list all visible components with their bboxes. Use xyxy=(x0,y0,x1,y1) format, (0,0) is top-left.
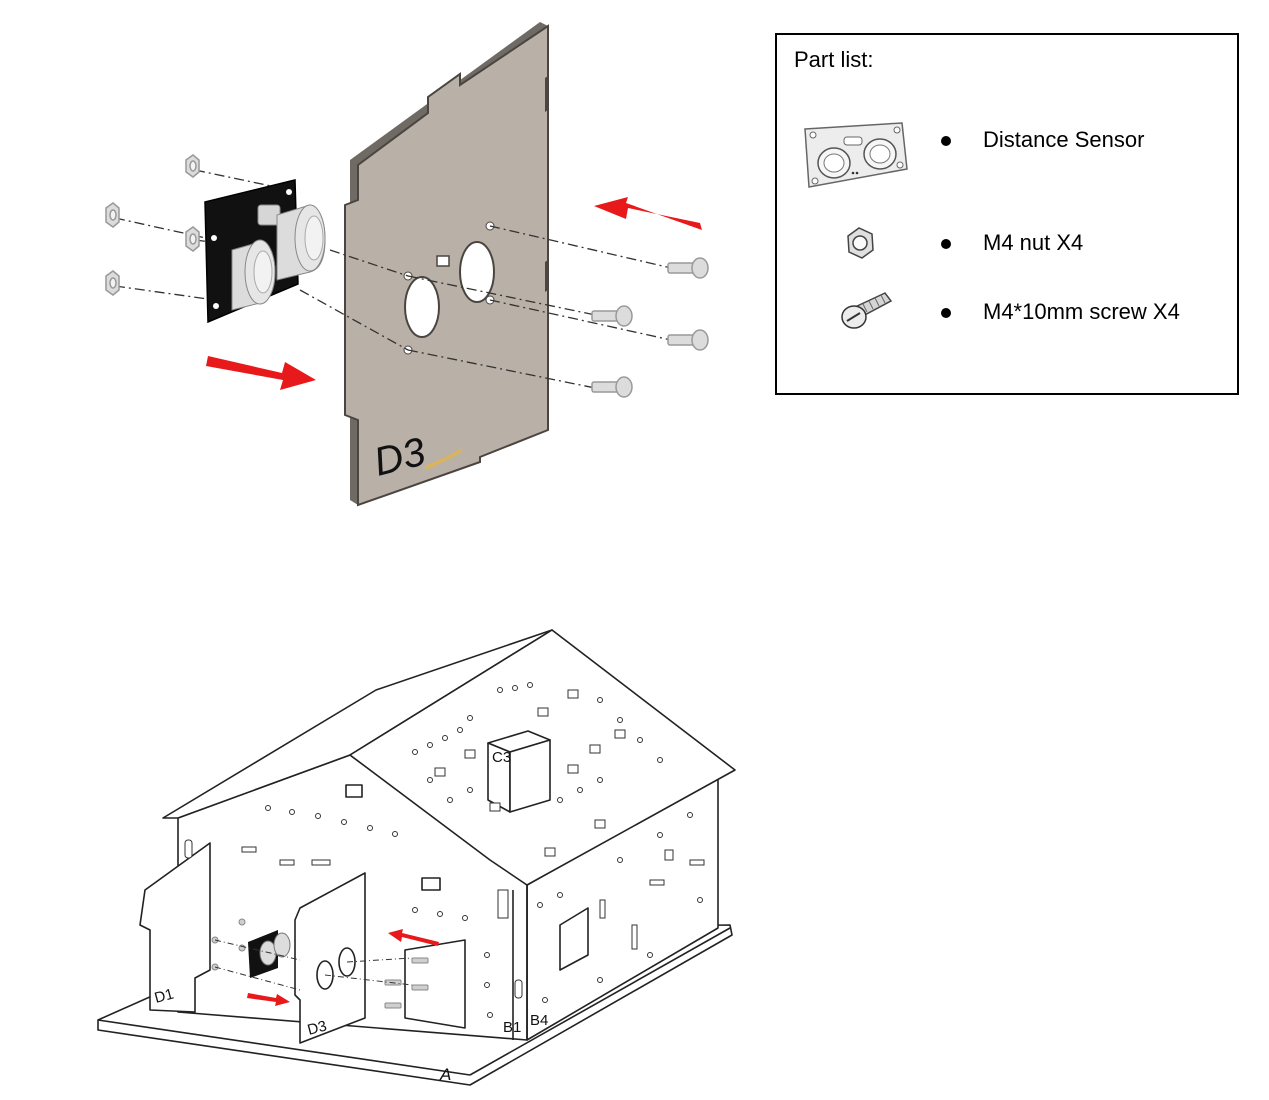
part-item-distance-sensor: Distance Sensor xyxy=(777,122,1237,188)
panel-d3-small xyxy=(294,872,366,1044)
house-sensor xyxy=(248,930,291,978)
m4-nuts xyxy=(105,154,200,296)
screw-icon xyxy=(841,292,893,329)
distance-sensor-icon xyxy=(804,122,908,188)
roof-holes xyxy=(412,682,663,857)
arrow-left-icon xyxy=(594,197,702,230)
sensor-hole-left xyxy=(404,276,440,338)
bullet xyxy=(941,136,951,146)
part-item-nut: M4 nut X4 xyxy=(777,227,1237,288)
wall-holes xyxy=(184,805,705,1018)
nut-icon xyxy=(185,226,200,252)
part-list-box: Part list: Distance Sensor M4 nut X4 xyxy=(775,33,1239,395)
arrow-left-icon xyxy=(388,929,439,946)
part-label-distance-sensor: Distance Sensor xyxy=(983,127,1145,152)
arrow-right-icon xyxy=(206,356,316,390)
m4-screws xyxy=(591,257,709,398)
part-list-title: Part list: xyxy=(794,47,874,72)
nut-icon xyxy=(105,202,120,228)
label-a: A xyxy=(439,1065,451,1084)
sensor-hole-right xyxy=(459,241,495,303)
label-b1: B1 xyxy=(503,1019,521,1036)
label-d1: D1 xyxy=(153,985,176,1006)
panel-d1 xyxy=(139,842,211,1013)
nut-icon xyxy=(105,270,120,296)
nut-icon xyxy=(185,154,200,178)
screw-icon xyxy=(667,329,709,351)
label-b4: B4 xyxy=(530,1012,548,1029)
screw-icon xyxy=(591,305,633,327)
bullet xyxy=(941,239,951,249)
bullet xyxy=(941,308,951,318)
distance-sensor-module xyxy=(204,179,326,324)
part-item-screw: M4*10mm screw X4 xyxy=(777,292,1237,357)
screw-icon xyxy=(591,376,633,398)
door xyxy=(404,939,466,1029)
nut-icon xyxy=(847,227,874,259)
exploded-assembly-diagram: D3 xyxy=(105,22,709,507)
part-label-screw: M4*10mm screw X4 xyxy=(983,299,1180,324)
house-assembly-diagram: C3 D1 D3 B1 B4 A xyxy=(97,629,736,1086)
part-label-nut: M4 nut X4 xyxy=(983,230,1084,255)
direction-arrows xyxy=(206,197,702,390)
label-c3: C3 xyxy=(492,749,511,766)
screw-icon xyxy=(667,257,709,279)
chimney-c3 xyxy=(487,730,551,813)
label-d3: D3 xyxy=(306,1017,329,1038)
house-direction-arrows xyxy=(247,929,439,1006)
arrow-right-icon xyxy=(247,993,290,1006)
panel-d3: D3 xyxy=(344,22,549,507)
